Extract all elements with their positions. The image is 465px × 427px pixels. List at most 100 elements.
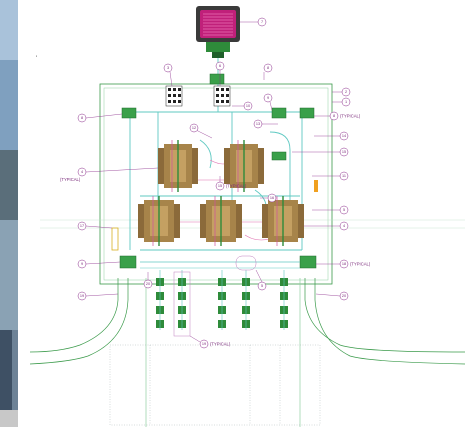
callout-number: 9 (81, 262, 83, 266)
callout-bubble (77, 221, 87, 231)
callout-number: 11 (342, 174, 346, 178)
callout-12: 13 (253, 119, 263, 129)
callout-24: 19 (77, 291, 87, 301)
callout-bubble (339, 259, 349, 269)
callout-bubble (253, 119, 263, 129)
callout-note: (TYPICAL) (60, 177, 81, 182)
callout-6: 1 (341, 97, 351, 107)
callout-number: 5 (343, 208, 345, 212)
callout-number: 5 (261, 284, 263, 288)
callout-bubble (267, 193, 277, 203)
callout-25: 20 (143, 279, 153, 289)
callout-bubble (329, 111, 339, 121)
callout-number: 20 (342, 294, 346, 298)
callout-bubble (263, 93, 273, 103)
callout-number: 18 (342, 262, 346, 266)
callout-note: (TYPICAL) (226, 184, 247, 189)
callout-27: 19(TYPICAL) (199, 339, 231, 349)
callout-number: 17 (80, 224, 84, 228)
callout-number: 7 (261, 20, 263, 24)
equipment-units (138, 140, 304, 246)
yard-boundary (40, 83, 465, 285)
callout-bubble (341, 97, 351, 107)
callout-number: 14 (342, 134, 346, 138)
callout-20: 17 (77, 221, 87, 231)
callout-19: 5 (339, 205, 349, 215)
callout-bubble (199, 339, 209, 349)
callout-18: 11 (339, 171, 349, 181)
callout-2: 3 (163, 63, 173, 73)
callout-bubble (341, 87, 351, 97)
callout-number: 8 (333, 114, 335, 118)
callout-bubble (257, 17, 267, 27)
callout-17: 16 (267, 193, 277, 203)
callout-bubble (257, 281, 267, 291)
feeder-bay-3 (218, 270, 226, 330)
callout-bubble (77, 113, 87, 123)
unit-upper-left (158, 140, 198, 192)
callout-bubble (77, 259, 87, 269)
unit-lower-right (262, 196, 304, 246)
callout-9: 9 (263, 93, 273, 103)
callout-note: (TYPICAL) (350, 262, 371, 267)
callout-bubble (215, 181, 225, 191)
callout-bubble (339, 171, 349, 181)
callout-note: (TYPICAL) (210, 342, 231, 347)
callout-bubble (143, 279, 153, 289)
callout-bubble (77, 291, 87, 301)
callout-bubble (163, 63, 173, 73)
callout-23: 18 (TYPICAL) (339, 259, 371, 269)
callout-15: 4(TYPICAL) (60, 167, 87, 182)
callout-number: 15 (342, 150, 346, 154)
feeder-bay-5 (280, 270, 288, 330)
callout-4: 8 (263, 63, 273, 73)
callout-21: 4 (339, 221, 349, 231)
callout-bubble (339, 291, 349, 301)
bus-coupler-outline (235, 255, 257, 271)
callout-number: 15 (218, 184, 222, 188)
callout-5: 2 (341, 87, 351, 97)
callout-bubble (339, 221, 349, 231)
callout-number: 20 (146, 282, 150, 286)
callout-bubble (263, 63, 273, 73)
callout-number: 6 (219, 64, 221, 68)
feeder-bays (140, 255, 300, 337)
callout-bubble (339, 205, 349, 215)
callout-1: 7 (257, 17, 267, 27)
callout-8: 8 (77, 113, 87, 123)
left-cable-tray (111, 227, 119, 251)
callout-number: 10 (246, 104, 250, 108)
control-panel (196, 6, 240, 58)
callout-28: 20 (339, 291, 349, 301)
callout-number: 3 (167, 66, 169, 70)
callout-14: 15 (339, 147, 349, 157)
breaker-blocks (165, 85, 231, 107)
callout-number: 9 (267, 96, 269, 100)
right-marker (314, 180, 318, 192)
callout-number: 16 (270, 196, 274, 200)
callout-13: 14 (339, 131, 349, 141)
foundation-area (109, 344, 321, 426)
feeder-bay-4 (242, 270, 250, 330)
margin-mark: ' (36, 56, 37, 62)
callout-number: 19 (80, 294, 84, 298)
callout-number: 1 (345, 100, 347, 104)
callout-11: 12 (189, 123, 199, 133)
feeder-bay-1 (156, 270, 164, 330)
callout-bubble (339, 147, 349, 157)
callout-10: 10 (243, 101, 253, 111)
unit-upper-right (224, 140, 264, 192)
callout-number: 12 (192, 126, 196, 130)
callout-bubble (189, 123, 199, 133)
callout-3: 6 (215, 61, 225, 71)
unit-lower-left (138, 196, 180, 246)
callout-bubble (77, 167, 87, 177)
callout-7: 8 (TYPICAL) (329, 111, 361, 121)
unit-lower-middle (200, 196, 242, 246)
feeder-bay-2 (178, 270, 186, 330)
callout-26: 5 (257, 281, 267, 291)
callout-16: 15 (TYPICAL) (215, 181, 247, 191)
callout-note: (TYPICAL) (340, 114, 361, 119)
callout-bubble (215, 61, 225, 71)
